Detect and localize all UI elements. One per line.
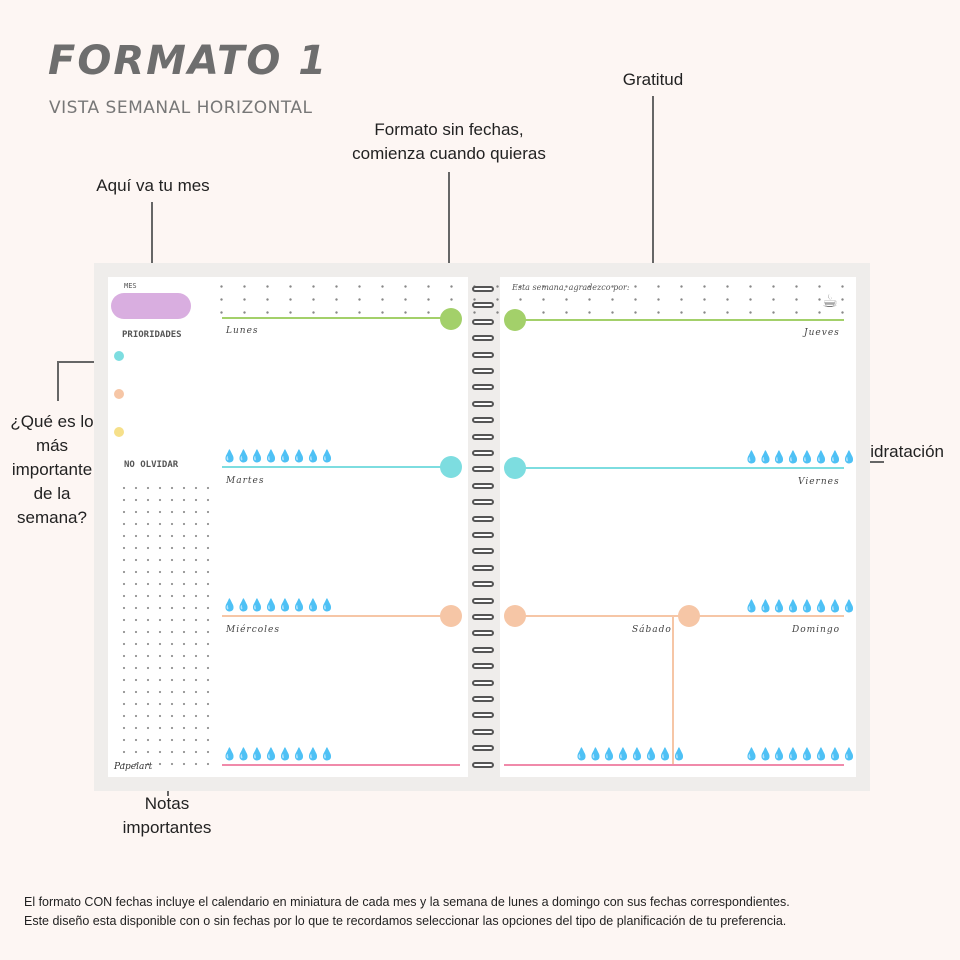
callout-importante-2: más: [35, 436, 69, 455]
notes-dot-grid[interactable]: [118, 482, 216, 770]
day-domingo: Domingo: [792, 625, 841, 635]
mes-label: MES: [124, 282, 137, 290]
spiral-ring: [472, 417, 494, 424]
viernes-bar: [524, 467, 844, 469]
spiral-ring: [472, 597, 494, 604]
callout-line: [57, 361, 59, 401]
spiral-ring: [472, 646, 494, 653]
no-olvidar-label: NO OLVIDAR: [124, 460, 179, 470]
footer-line-2: Este diseño esta disponible con o sin fe…: [24, 914, 787, 928]
callout-mes: Aquí va tu mes: [96, 176, 210, 195]
callout-line: [151, 202, 153, 298]
spiral-ring: [472, 433, 494, 440]
domingo-circle: [678, 605, 700, 627]
spiral-ring: [472, 761, 494, 768]
planner-right-page: [500, 277, 856, 777]
day-sabado: Sábado: [632, 625, 672, 635]
viernes-circle: [504, 457, 526, 479]
martes-circle: [440, 456, 462, 478]
gratitud-prompt: Esta semana, agradezco por:: [512, 283, 630, 292]
miercoles-circle: [440, 605, 462, 627]
callout-notas-2: importantes: [122, 818, 212, 837]
left-bottom-bar: [222, 764, 460, 766]
spiral-ring: [472, 499, 494, 506]
spiral-ring: [472, 696, 494, 702]
callout-notas-1: Notas: [144, 794, 190, 813]
callout-hidratacion: Hidratación: [858, 442, 944, 461]
brand-logo: Papelart: [114, 762, 153, 772]
callout-line: [652, 96, 654, 296]
spiral-ring: [472, 663, 494, 670]
hydration-drops[interactable]: 💧💧💧💧💧💧💧💧: [222, 747, 335, 761]
callout-importante-5: semana?: [17, 508, 87, 527]
callout-line: [448, 172, 450, 318]
jueves-circle: [504, 309, 526, 331]
hydration-drops[interactable]: 💧💧💧💧💧💧💧💧: [574, 747, 687, 761]
priority-dot-yellow[interactable]: [114, 427, 124, 437]
martes-bar: [222, 466, 442, 468]
coffee-cup-icon: ☕: [822, 291, 839, 312]
hydration-drops[interactable]: 💧💧💧💧💧💧💧💧: [222, 598, 335, 612]
spiral-ring: [472, 302, 494, 309]
day-miercoles: Miércoles: [226, 625, 281, 635]
spiral-ring: [472, 745, 494, 752]
spiral-ring: [472, 564, 494, 571]
day-jueves: Jueves: [804, 328, 840, 338]
footer-note: El formato CON fechas incluye el calenda…: [24, 893, 944, 931]
lunes-circle: [440, 308, 462, 330]
hydration-drops[interactable]: 💧💧💧💧💧💧💧💧: [744, 450, 857, 464]
hydration-drops[interactable]: 💧💧💧💧💧💧💧💧: [744, 747, 857, 761]
callout-sin-fechas-2: comienza cuando quieras: [352, 144, 546, 163]
priority-dot-peach[interactable]: [114, 389, 124, 399]
right-bottom-bar: [504, 764, 844, 766]
spiral-ring: [472, 335, 494, 342]
day-lunes: Lunes: [226, 326, 259, 336]
speckle-decoration: [210, 280, 850, 320]
callout-importante-3: importante: [11, 460, 93, 479]
day-viernes: Viernes: [798, 477, 840, 487]
sabado-circle: [504, 605, 526, 627]
day-martes: Martes: [226, 476, 265, 486]
prioridades-label: PRIORIDADES: [122, 330, 182, 340]
priority-dot-cyan[interactable]: [114, 351, 124, 361]
spiral-ring: [472, 450, 494, 456]
spiral-ring: [472, 482, 494, 489]
callout-line: [57, 361, 121, 363]
miercoles-bar: [222, 615, 442, 617]
spiral-ring: [472, 630, 494, 637]
spiral-ring: [472, 466, 494, 473]
spiral-ring: [472, 351, 494, 358]
spiral-ring: [472, 728, 494, 735]
callout-sin-fechas-1: Formato sin fechas,: [374, 120, 524, 139]
spiral-ring: [472, 712, 494, 719]
spiral-ring: [472, 384, 494, 391]
callout-importante-4: de la: [33, 484, 71, 503]
spiral-ring: [472, 614, 494, 620]
hydration-drops[interactable]: 💧💧💧💧💧💧💧💧: [744, 599, 857, 613]
lunes-bar: [222, 317, 442, 319]
spiral-ring: [472, 581, 494, 588]
hydration-drops[interactable]: 💧💧💧💧💧💧💧💧: [222, 449, 335, 463]
spiral-ring: [472, 548, 494, 555]
spiral-ring: [472, 515, 494, 522]
spiral-ring: [472, 318, 494, 325]
footer-line-1: El formato CON fechas incluye el calenda…: [24, 895, 790, 909]
page-title: FORMATO 1: [48, 38, 329, 84]
spiral-ring: [472, 286, 494, 292]
jueves-bar: [524, 319, 844, 321]
page-subtitle: VISTA SEMANAL HORIZONTAL: [49, 98, 313, 118]
mes-pill[interactable]: [111, 293, 191, 319]
spiral-ring: [472, 532, 494, 538]
weekend-divider: [672, 617, 674, 765]
spiral-ring: [472, 679, 494, 686]
spiral-ring: [472, 368, 494, 374]
spiral-ring: [472, 400, 494, 407]
callout-importante-1: ¿Qué es lo: [10, 412, 94, 431]
callout-gratitud: Gratitud: [622, 70, 684, 89]
